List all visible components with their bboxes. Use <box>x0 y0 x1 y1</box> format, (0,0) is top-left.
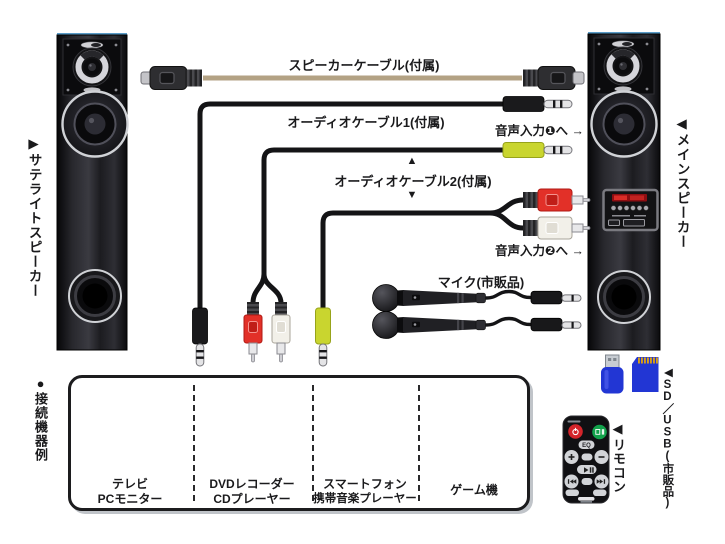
mini-plug-yellow-down <box>315 307 331 367</box>
model-badge <box>614 86 632 92</box>
power-button <box>568 424 583 439</box>
remote-control: EQ <box>562 415 610 504</box>
volume-up-button <box>564 450 579 464</box>
speaker-cable <box>140 66 585 90</box>
control-panel <box>602 188 659 232</box>
mic-label: マイク(市販品) <box>437 275 525 290</box>
woofer <box>61 90 129 158</box>
device-label-smartphone-1: スマートフォン <box>323 477 407 491</box>
left-triangle-icon: ◀ <box>661 365 674 379</box>
left-triangle-icon: ◀ <box>674 116 690 133</box>
volume-down-button <box>594 450 609 464</box>
right-triangle-icon: ▶ <box>26 136 42 153</box>
device-label-tv-1: テレビ <box>111 477 149 491</box>
mute-button <box>592 424 607 440</box>
audio-cable1-label: オーディオケーブル1(付属) <box>287 115 445 130</box>
tweeter <box>72 47 112 87</box>
mini-plug-yellow-right <box>502 142 573 158</box>
dashed-divider <box>312 385 314 501</box>
left-triangle-icon: ◀ <box>611 422 627 438</box>
bass-port <box>68 269 122 323</box>
eq-button: EQ <box>578 440 595 449</box>
mode-button <box>581 453 593 461</box>
connection-examples-box <box>68 375 530 511</box>
device-label-game: ゲーム機 <box>450 483 498 497</box>
usb-drive-icon <box>601 354 624 394</box>
rca-plug-white-down <box>271 302 291 363</box>
speaker-logo-badge <box>611 40 635 48</box>
remote-logo <box>578 497 595 501</box>
device-label-dvd-2: CDプレーヤー <box>213 492 291 506</box>
mini-plug-black-right <box>502 96 573 112</box>
audio-input2-label: 音声入力❷へ → <box>494 244 584 258</box>
audio-input1-label: 音声入力❶へ → <box>494 124 584 138</box>
speaker-cable-label: スピーカーケーブル(付属) <box>288 58 440 73</box>
speaker-cable-plug-right <box>523 66 585 90</box>
rca-plug-white-right <box>523 216 591 240</box>
sd-card-icon <box>632 357 659 392</box>
sd-usb-label: ◀SD／USB(市販品) <box>661 365 674 509</box>
audio-cable-1 <box>192 96 573 367</box>
main-speaker-label: ◀メインスピーカー <box>674 116 690 249</box>
rca-plug-red-down <box>243 302 263 363</box>
speaker-cable-plug-left <box>140 66 202 90</box>
sd-slot <box>623 219 645 227</box>
rca-plug-red-right <box>523 188 591 212</box>
satellite-speaker <box>56 33 129 351</box>
main-speaker <box>587 32 661 351</box>
eq-button-label: EQ <box>582 443 591 449</box>
mini-plug-black-down <box>192 307 208 367</box>
repeat-button <box>565 489 579 496</box>
input-button <box>593 489 607 496</box>
dashed-divider <box>418 385 420 501</box>
audio-cable-2-lower <box>315 188 591 367</box>
microphone-icon-2 <box>370 309 583 341</box>
device-label-tv-2: PCモニター <box>97 492 163 506</box>
panel-knobs <box>610 205 649 211</box>
connection-examples-header: ●接続機器例 <box>33 376 49 462</box>
folder-button <box>581 478 593 485</box>
device-label-dvd-1: DVDレコーダー <box>209 477 295 491</box>
usb-port <box>608 219 620 226</box>
pointer-up-icon: ▲ <box>406 155 418 167</box>
play-pause-button <box>577 465 597 474</box>
remote-label: ◀リモコン <box>611 422 627 494</box>
audio-cable-2-upper <box>243 142 573 363</box>
prev-track-button <box>564 474 579 489</box>
audio-cable2-label: オーディオケーブル2(付属) <box>334 174 492 189</box>
device-label-smartphone-2: 携帯音楽プレーヤー <box>313 493 417 505</box>
woofer <box>590 90 658 158</box>
satellite-speaker-label: ▶サテライトスピーカー <box>26 136 42 298</box>
tweeter <box>603 46 643 86</box>
next-track-button <box>594 474 609 489</box>
dashed-divider <box>193 385 195 501</box>
pointer-down-icon: ▼ <box>406 189 418 201</box>
speaker-logo-badge <box>80 41 104 49</box>
bass-port <box>597 270 651 324</box>
